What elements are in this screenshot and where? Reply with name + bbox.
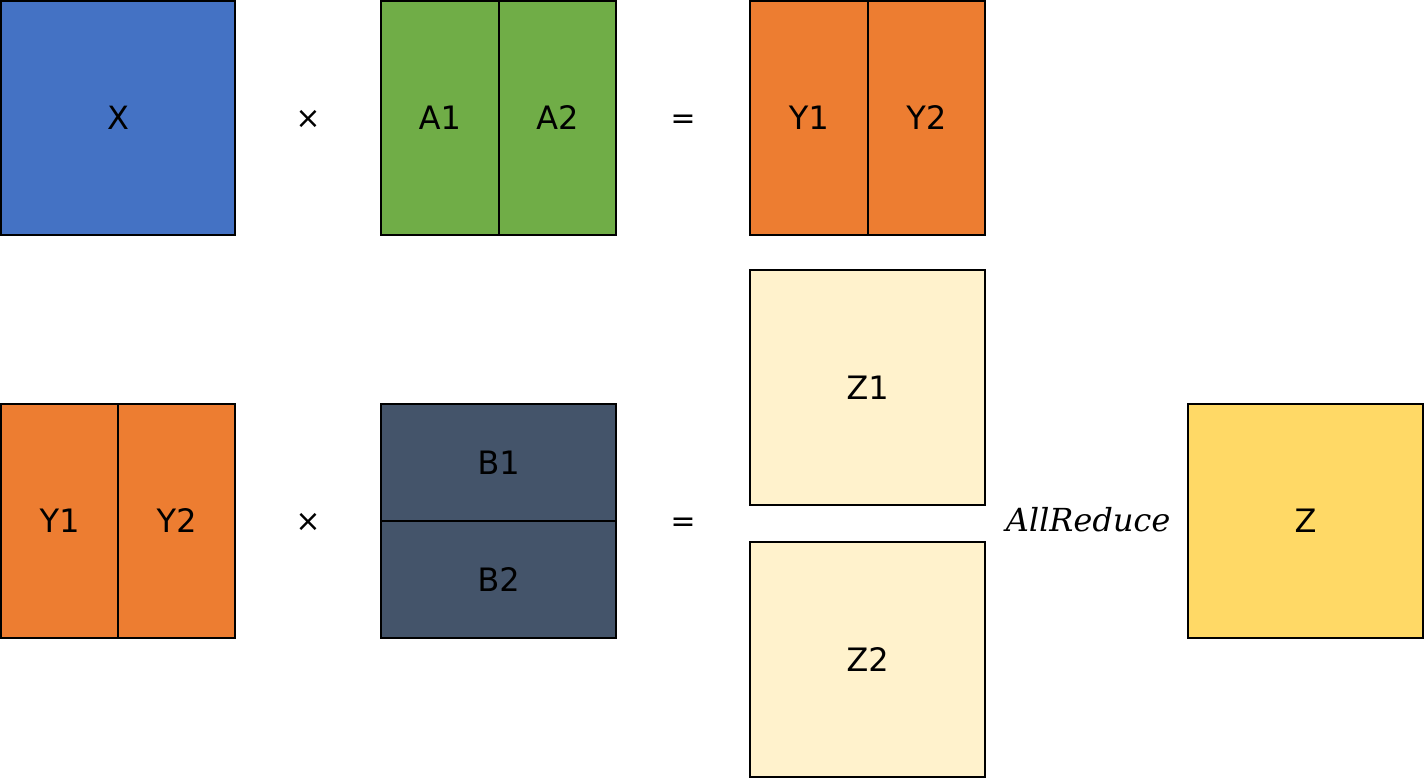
matrix-y2-row1: Y2 xyxy=(866,2,985,234)
allreduce-label: AllReduce xyxy=(1005,501,1171,539)
matrix-z1: Z1 xyxy=(749,269,986,506)
matrix-x-label: X xyxy=(107,99,129,137)
matrix-y1-row1: Y1 xyxy=(788,99,829,137)
matrix-y2-row2: Y2 xyxy=(117,405,234,637)
equals-sign-row1: = xyxy=(670,100,696,136)
equals-sign-row2: = xyxy=(670,503,696,539)
matrix-a-column-split: A1 A2 xyxy=(380,0,617,236)
matrix-y-row1: Y1 Y2 xyxy=(749,0,986,236)
matrix-x: X xyxy=(0,0,236,236)
multiply-sign-row1: × xyxy=(295,100,321,136)
matrix-z2: Z2 xyxy=(749,541,986,778)
matrix-z-label: Z xyxy=(1294,502,1317,540)
matrix-a1: A1 xyxy=(418,99,461,137)
matrix-z1-label: Z1 xyxy=(846,368,889,407)
matrix-y-row2: Y1 Y2 xyxy=(0,403,236,639)
matrix-z2-label: Z2 xyxy=(846,640,889,679)
matrix-a2: A2 xyxy=(497,2,616,234)
matrix-b1: B1 xyxy=(477,443,520,482)
matrix-z: Z xyxy=(1187,403,1424,639)
multiply-sign-row2: × xyxy=(295,503,321,539)
matrix-b2: B2 xyxy=(382,520,615,637)
matrix-b-row-split: B1 B2 xyxy=(380,403,617,639)
matrix-y1-row2: Y1 xyxy=(39,502,80,540)
